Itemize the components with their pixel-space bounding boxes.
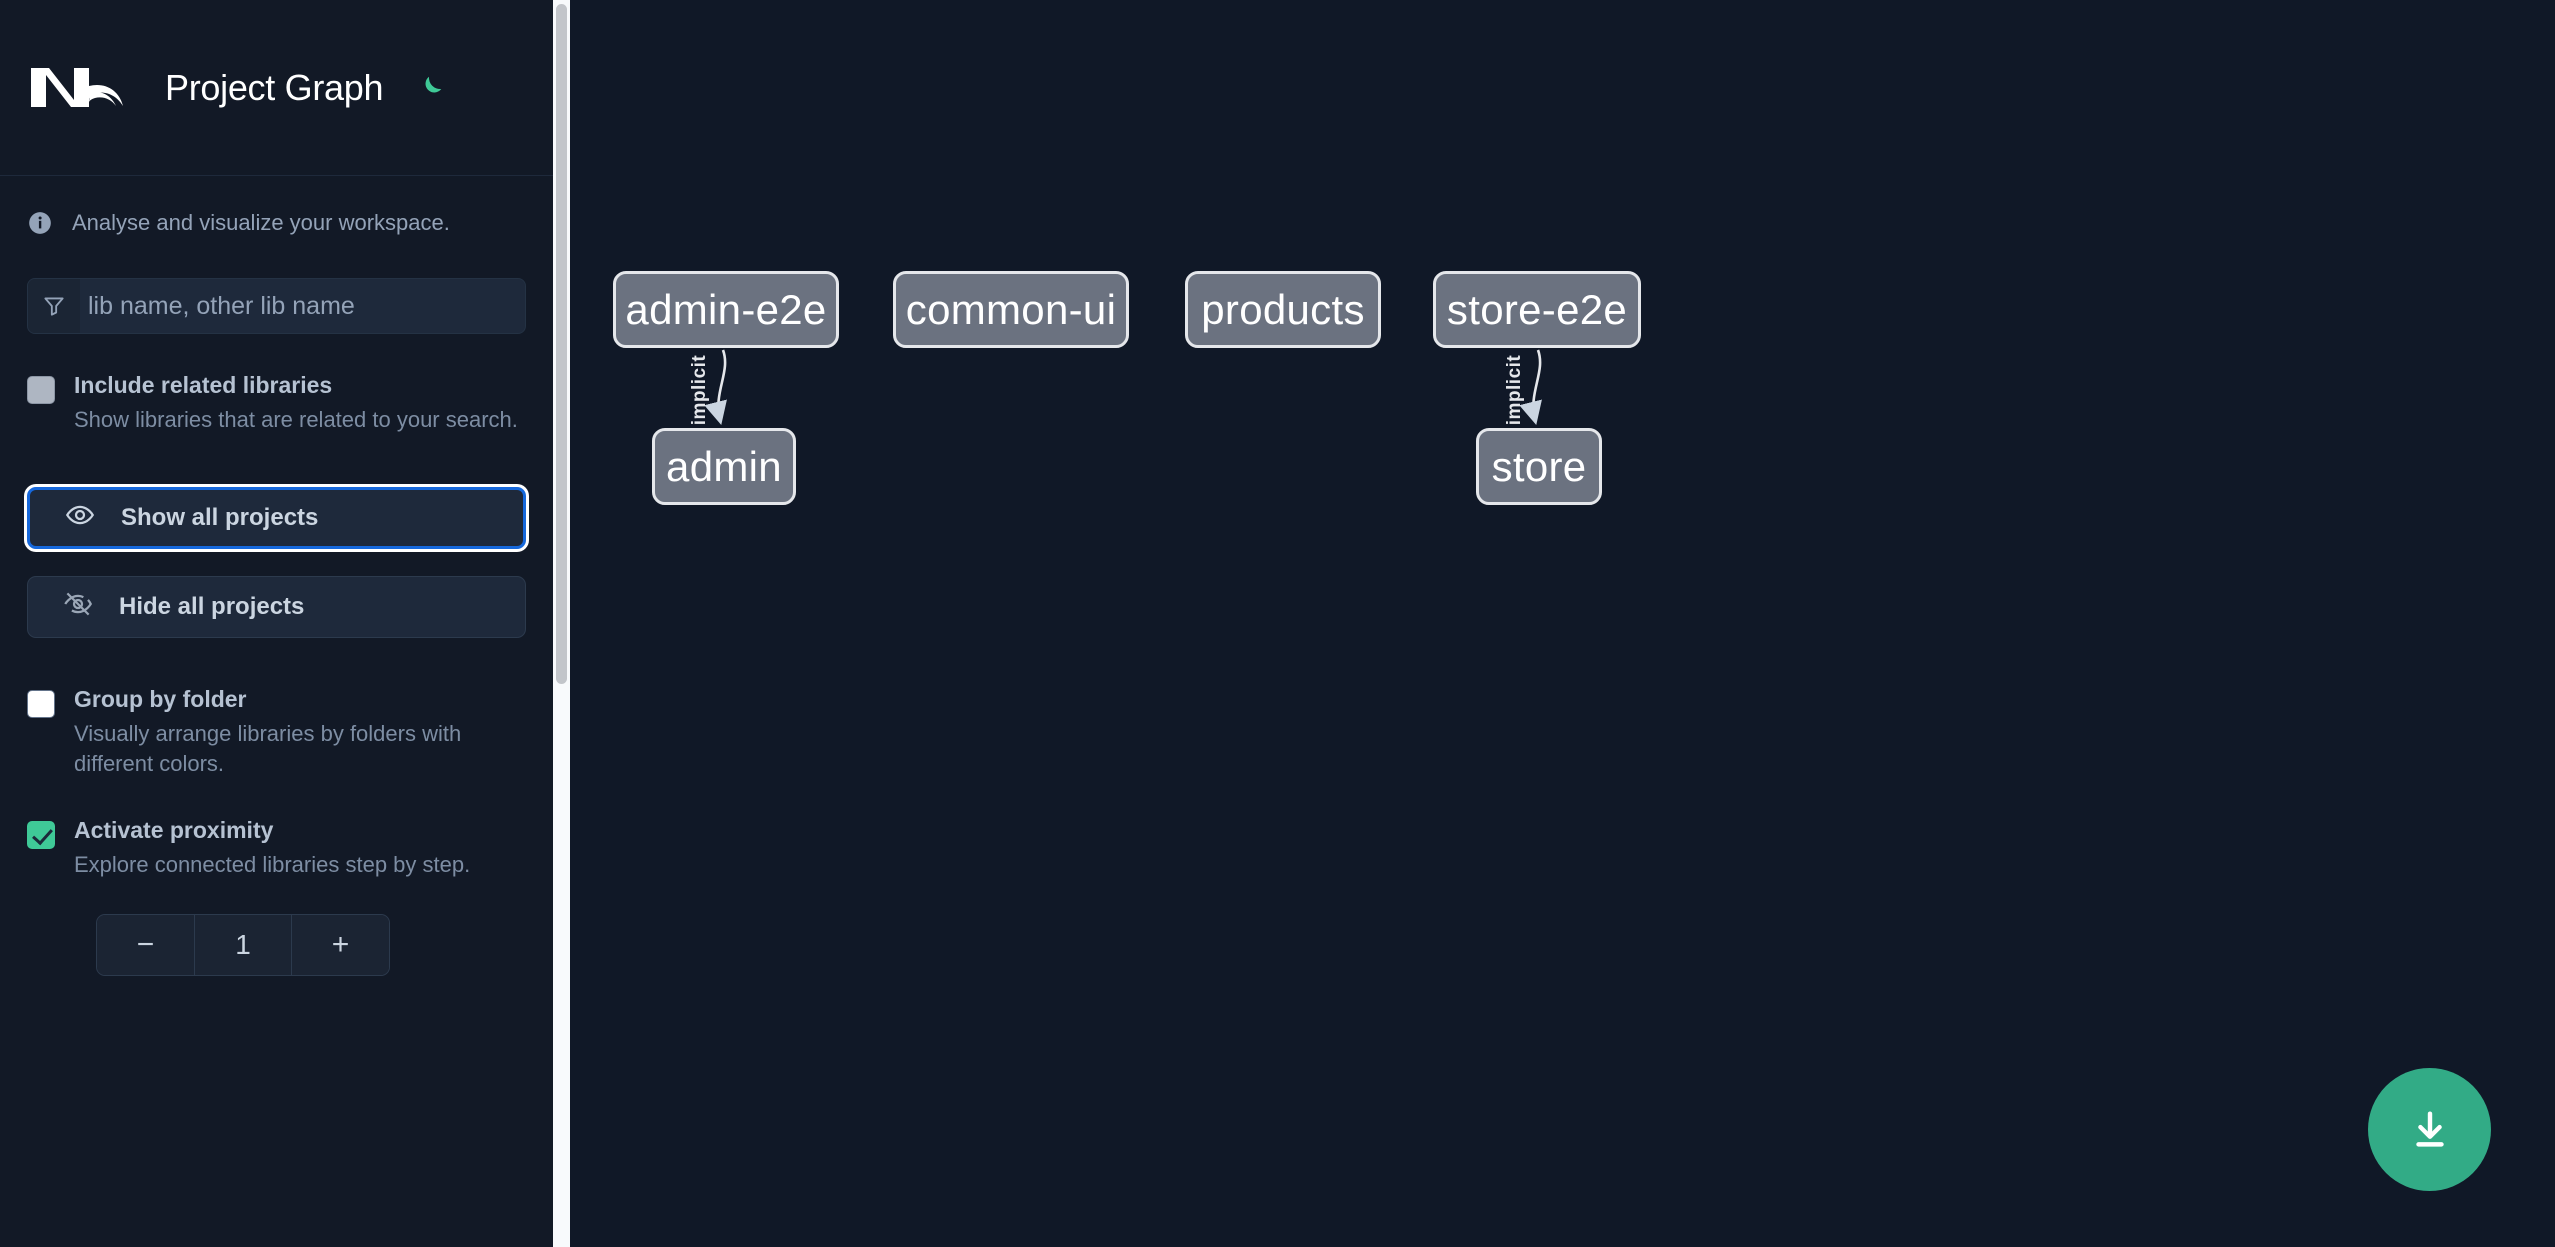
- hide-all-projects-button[interactable]: Hide all projects: [27, 576, 526, 638]
- show-all-projects-button[interactable]: Show all projects: [27, 487, 526, 549]
- graph-node-common-ui[interactable]: common-ui: [893, 271, 1129, 348]
- graph-node-products[interactable]: products: [1185, 271, 1381, 348]
- search-input[interactable]: [80, 279, 525, 333]
- graph-node-admin-e2e[interactable]: admin-e2e: [613, 271, 839, 348]
- hide-all-projects-label: Hide all projects: [119, 593, 305, 620]
- tagline: Analyse and visualize your workspace.: [0, 176, 553, 269]
- graph-node-admin[interactable]: admin: [652, 428, 796, 505]
- funnel-icon: [28, 279, 80, 333]
- brand-header: Project Graph: [0, 0, 553, 176]
- project-graph-canvas[interactable]: admin-e2e common-ui products store-e2e a…: [553, 0, 2555, 1247]
- option-title: Activate proximity: [74, 817, 274, 843]
- option-include-related-libraries[interactable]: Include related libraries Show libraries…: [0, 370, 553, 435]
- option-description: Explore connected libraries step by step…: [74, 852, 471, 877]
- proximity-increment-button[interactable]: +: [291, 915, 389, 975]
- graph-node-store[interactable]: store: [1476, 428, 1602, 505]
- include-related-libraries-checkbox[interactable]: [27, 376, 55, 404]
- graph-edges: [704, 349, 1542, 426]
- activate-proximity-checkbox[interactable]: [27, 821, 55, 849]
- show-all-projects-label: Show all projects: [121, 504, 319, 531]
- page-title: Project Graph: [165, 66, 384, 108]
- option-title: Include related libraries: [74, 372, 333, 398]
- group-by-folder-checkbox[interactable]: [27, 690, 55, 718]
- proximity-stepper[interactable]: − 1 +: [96, 914, 390, 976]
- edge-label-admin-implicit: implicit: [689, 354, 710, 426]
- eye-icon: [65, 500, 95, 537]
- option-description: Show libraries that are related to your …: [74, 407, 518, 432]
- sidebar-scroll-area[interactable]: Project Graph Analyse and visualize your…: [0, 0, 553, 1247]
- option-title: Group by folder: [74, 686, 247, 712]
- option-group-by-folder[interactable]: Group by folder Visually arrange librari…: [0, 684, 553, 779]
- sidebar-scrollbar[interactable]: [553, 0, 570, 1247]
- tagline-text: Analyse and visualize your workspace.: [72, 209, 450, 235]
- sidebar: Project Graph Analyse and visualize your…: [0, 0, 553, 1247]
- moon-icon[interactable]: [410, 68, 450, 108]
- proximity-decrement-button[interactable]: −: [97, 915, 195, 975]
- option-activate-proximity[interactable]: Activate proximity Explore connected lib…: [0, 815, 553, 880]
- nx-logo: [27, 60, 127, 115]
- download-button[interactable]: [2368, 1068, 2491, 1191]
- info-icon: [27, 210, 53, 236]
- option-description: Visually arrange libraries by folders wi…: [74, 721, 462, 776]
- sidebar-scrollbar-thumb[interactable]: [556, 4, 567, 684]
- edge-label-store-implicit: implicit: [1504, 354, 1525, 426]
- proximity-value: 1: [195, 915, 291, 975]
- filter-row[interactable]: [27, 278, 526, 334]
- eye-off-icon: [63, 589, 93, 626]
- graph-node-store-e2e[interactable]: store-e2e: [1433, 271, 1641, 348]
